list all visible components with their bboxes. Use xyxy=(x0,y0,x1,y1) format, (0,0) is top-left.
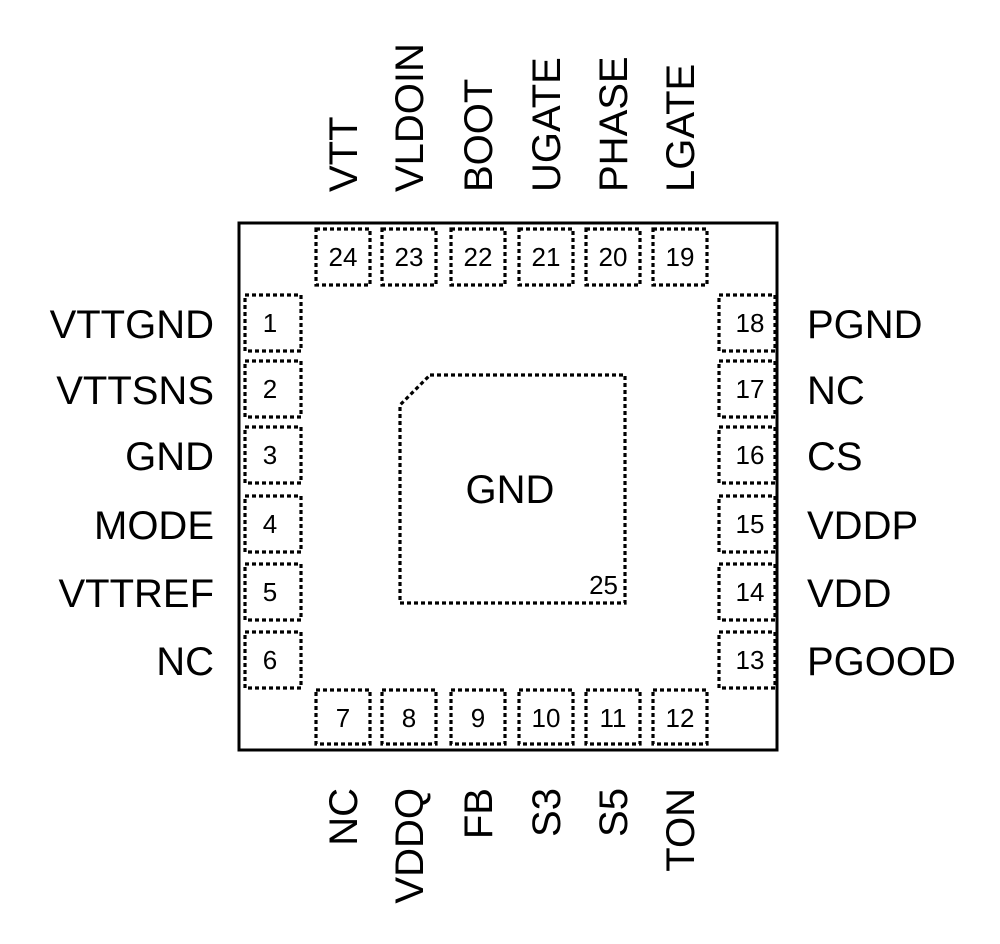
pin-9-name: FB xyxy=(457,788,501,839)
pin-19-pad xyxy=(651,227,709,287)
pin-7-name: NC xyxy=(322,788,366,846)
pin-12-name: TON xyxy=(659,788,703,872)
exposed-pad-pin-number: 25 xyxy=(589,570,618,600)
pin-18-pad xyxy=(717,293,777,353)
pin-14-name: VDD xyxy=(807,572,891,616)
pin-2-pad xyxy=(243,359,303,419)
pin-3-name: GND xyxy=(125,435,214,479)
pin-17-name: NC xyxy=(807,369,865,413)
pin-20-name: PHASE xyxy=(592,56,636,192)
pin-6-number: 6 xyxy=(263,645,277,675)
pin-16-pad xyxy=(717,425,777,485)
pin-13-pad xyxy=(717,630,777,690)
pin-20-number: 20 xyxy=(599,242,628,272)
pin-1-pad xyxy=(243,293,303,353)
pin-19-name: LGATE xyxy=(659,64,703,192)
pin-7-pad xyxy=(314,688,372,746)
pin-10-name: S3 xyxy=(525,788,569,837)
pin-15-pad xyxy=(717,494,777,554)
pin-12-number: 12 xyxy=(666,703,695,733)
pin-21-pad xyxy=(517,227,575,287)
pin-5-number: 5 xyxy=(263,577,277,607)
pin-1-number: 1 xyxy=(263,308,277,338)
pin-11-name: S5 xyxy=(592,788,636,837)
package-body xyxy=(237,221,779,752)
pin-22-pad xyxy=(449,227,507,287)
pin-4-name: MODE xyxy=(94,504,214,548)
pin-14-pad xyxy=(717,562,777,622)
pin-9-pad xyxy=(449,688,507,746)
pin-10-number: 10 xyxy=(532,703,561,733)
pin-18-name: PGND xyxy=(807,303,923,347)
pin-15-name: VDDP xyxy=(807,504,918,548)
pin-1-name: VTTGND xyxy=(50,303,214,347)
pin-23-number: 23 xyxy=(395,242,424,272)
pin-8-number: 8 xyxy=(402,703,416,733)
pin-6-pad xyxy=(243,630,303,690)
pin-8-pad xyxy=(380,688,438,746)
pin-7-number: 7 xyxy=(336,703,350,733)
pin-3-number: 3 xyxy=(263,440,277,470)
exposed-pad xyxy=(398,373,627,605)
pin-19-number: 19 xyxy=(666,242,695,272)
pin-24-name: VTT xyxy=(322,116,366,192)
pin-21-number: 21 xyxy=(532,242,561,272)
pin-4-number: 4 xyxy=(263,509,277,539)
pin-6-name: NC xyxy=(156,640,214,684)
pin-9-number: 9 xyxy=(471,703,485,733)
pin-5-name: VTTREF xyxy=(58,572,214,616)
pin-4-pad xyxy=(243,494,303,554)
pin-12-pad xyxy=(651,688,709,746)
pin-24-number: 24 xyxy=(329,242,358,272)
pin-17-number: 17 xyxy=(736,374,765,404)
pin-17-pad xyxy=(717,359,777,419)
pin-16-name: CS xyxy=(807,435,863,479)
pin-22-number: 22 xyxy=(464,242,493,272)
pin-2-name: VTTSNS xyxy=(56,369,214,413)
pin-24-pad xyxy=(314,227,372,287)
pin-22-name: BOOT xyxy=(457,79,501,192)
pin-21-name: UGATE xyxy=(525,57,569,192)
pin-15-number: 15 xyxy=(736,509,765,539)
pin-11-number: 11 xyxy=(600,703,627,733)
pin-23-pad xyxy=(380,227,438,287)
pin-14-number: 14 xyxy=(736,577,765,607)
pin-20-pad xyxy=(584,227,642,287)
pin-8-name: VDDQ xyxy=(388,788,432,904)
pin-3-pad xyxy=(243,425,303,485)
exposed-pad-label: GND xyxy=(466,468,555,512)
pin-5-pad xyxy=(243,562,303,622)
pin-11-pad xyxy=(584,688,642,746)
pin-18-number: 18 xyxy=(736,308,765,338)
pin-13-name: PGOOD xyxy=(807,640,956,684)
pin-2-number: 2 xyxy=(263,374,277,404)
pin-10-pad xyxy=(517,688,575,746)
pin-13-number: 13 xyxy=(736,645,765,675)
pin-23-name: VLDOIN xyxy=(388,43,432,192)
pin-16-number: 16 xyxy=(736,440,765,470)
